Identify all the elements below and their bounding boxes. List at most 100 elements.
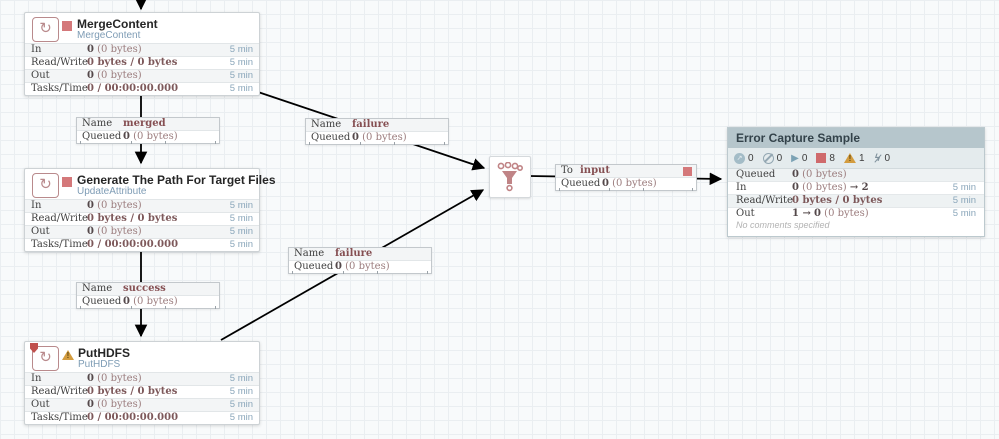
processor-mergecontent[interactable]: ↻ MergeContent MergeContent In 0 (0 byte…: [24, 12, 260, 96]
stat-label: Read/Write: [31, 57, 88, 68]
queued-label: Queued: [82, 296, 122, 307]
stat-label: Tasks/Time: [31, 83, 88, 94]
stat-value: 0 / 00:00:00.000: [87, 239, 179, 250]
stat-value: 0: [87, 373, 94, 384]
stat-window: 5 min: [229, 399, 253, 410]
stat-window: 5 min: [229, 44, 253, 55]
stat-label: In: [31, 44, 42, 55]
stat-row-tasks: Tasks/Time 0 / 00:00:00.000 5 min: [25, 411, 259, 424]
relationship-name: merged: [123, 118, 166, 129]
stat-window: 5 min: [229, 386, 253, 397]
invalid-icon: [843, 153, 856, 163]
comments-text: No comments specified: [736, 220, 830, 230]
stat-row-readwrite: Read/Write 0 bytes / 0 bytes 5 min: [728, 194, 984, 207]
port-name: input: [580, 165, 610, 176]
transmitting-icon: ↗: [734, 152, 745, 164]
processor-type-label: MergeContent: [77, 30, 141, 41]
stat-value: 0: [87, 226, 94, 237]
stat-row-readwrite: Read/Write 0 bytes / 0 bytes 5 min: [25, 212, 259, 225]
stat-label: Tasks/Time: [31, 239, 88, 250]
stat-value: 0 / 00:00:00.000: [87, 412, 179, 423]
badge-running: ▶ 0: [791, 153, 807, 164]
badge-count: 0: [801, 152, 808, 164]
badge-count: 1: [858, 152, 865, 164]
stopped-icon: [62, 177, 72, 187]
stat-window: 5 min: [229, 213, 253, 224]
queued-count: 0: [123, 296, 130, 307]
queued-label: Queued: [311, 132, 351, 143]
processor-type-icon: ↻: [32, 17, 59, 42]
stat-row-in: In 0 (0 bytes) → 2 5 min: [728, 181, 984, 194]
stat-value: 0 bytes / 0 bytes: [87, 213, 178, 224]
stat-window: 5 min: [229, 70, 253, 81]
stat-value: 0: [87, 399, 94, 410]
stat-row-out: Out 0 (0 bytes) 5 min: [25, 398, 259, 411]
stat-value: 0: [792, 182, 799, 193]
process-group-title: Error Capture Sample: [728, 128, 984, 148]
badge-disabled: ϟ 0: [874, 152, 890, 164]
badge-transmitting: ↗ 0: [734, 152, 754, 164]
stat-label: Out: [31, 226, 50, 237]
stat-window: 5 min: [229, 57, 253, 68]
relationship-name: success: [123, 283, 166, 294]
not-transmitting-icon: [762, 152, 774, 164]
running-icon: ▶: [791, 152, 799, 164]
badge-stopped: 8: [816, 153, 835, 164]
stopped-icon: [816, 153, 827, 163]
stat-label: In: [31, 373, 42, 384]
stat-row-tasks: Tasks/Time 0 / 00:00:00.000 5 min: [25, 238, 259, 251]
badge-invalid: 1: [843, 152, 865, 164]
funnel-icon: [497, 162, 523, 192]
refresh-icon: ↻: [39, 176, 52, 193]
stat-window: 5 min: [229, 412, 253, 423]
processor-title: Generate The Path For Target Files: [77, 173, 276, 187]
processor-type-label: UpdateAttribute: [77, 186, 147, 197]
stat-row-readwrite: Read/Write 0 bytes / 0 bytes 5 min: [25, 56, 259, 69]
queued-label: Queued: [294, 261, 334, 272]
relationship-name: failure: [335, 248, 373, 259]
stat-window: 5 min: [952, 208, 976, 219]
processor-puthdfs[interactable]: ↻ PutHDFS PutHDFS In 0 (0 bytes) 5 min R…: [24, 341, 260, 425]
stat-value: 0: [87, 44, 94, 55]
stat-row-in: In 0 (0 bytes) 5 min: [25, 199, 259, 212]
queued-count: 0: [352, 132, 359, 143]
refresh-icon: ↻: [39, 20, 52, 37]
process-group-status-bar: ↗ 0 0 ▶ 0 8 1 ϟ 0: [728, 148, 984, 169]
funnel[interactable]: [489, 156, 531, 198]
stat-window: 5 min: [229, 200, 253, 211]
stat-row-tasks: Tasks/Time 0 / 00:00:00.000 5 min: [25, 82, 259, 95]
stat-value: 0 bytes / 0 bytes: [792, 195, 883, 206]
disabled-icon: ϟ: [874, 152, 881, 164]
stopped-icon: [62, 21, 72, 31]
badge-not-transmitting: 0: [762, 152, 782, 164]
stat-label: Out: [736, 208, 755, 219]
refresh-icon: ↻: [39, 349, 52, 366]
process-group-error-capture-sample[interactable]: Error Capture Sample ↗ 0 0 ▶ 0 8 1: [727, 127, 985, 237]
stat-label: In: [31, 200, 42, 211]
processor-header: ↻ Generate The Path For Target Files Upd…: [25, 169, 276, 199]
stat-label: Read/Write: [31, 386, 88, 397]
stat-window: 5 min: [229, 373, 253, 384]
stat-row-in: In 0 (0 bytes) 5 min: [25, 43, 259, 56]
stat-window: 5 min: [952, 195, 976, 206]
stat-row-queued: Queued 0 (0 bytes): [728, 169, 984, 181]
queued-count: 0: [335, 261, 342, 272]
stat-row-in: In 0 (0 bytes) 5 min: [25, 372, 259, 385]
processor-title: PutHDFS: [78, 346, 130, 360]
to-label: To: [561, 165, 573, 176]
relationship-name: failure: [352, 119, 390, 130]
shield-badge-icon: [30, 343, 38, 353]
processor-title: MergeContent: [77, 17, 158, 31]
queued-label: Queued: [561, 178, 601, 189]
stat-label: Queued: [736, 169, 776, 180]
queued-count: 0: [602, 178, 609, 189]
stopped-icon: [683, 167, 692, 176]
processor-updateattribute[interactable]: ↻ Generate The Path For Target Files Upd…: [24, 168, 276, 252]
stat-value: 0 / 00:00:00.000: [87, 83, 179, 94]
